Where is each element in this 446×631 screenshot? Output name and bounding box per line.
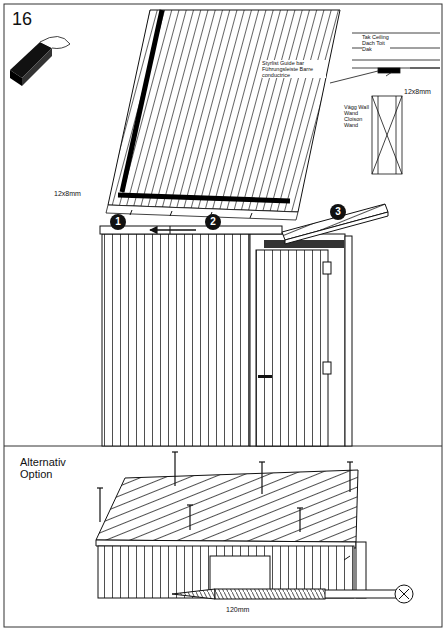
long-screw [172, 585, 413, 603]
screws [97, 452, 353, 532]
shed-perspective [96, 470, 366, 598]
roof-panel [106, 10, 340, 220]
shed-front [100, 204, 388, 446]
part-label: Styrlist Guide bar Führungsleiste Barre … [262, 60, 326, 78]
part-label: 12x8mm [404, 88, 431, 96]
callout-text: 2 [210, 217, 216, 227]
callout-number: 3 [330, 204, 346, 220]
callout-text: 1 [115, 217, 121, 227]
callout-number: 1 [110, 214, 126, 230]
callout-number: 2 [205, 214, 221, 230]
part-label: Alternativ Option [20, 456, 90, 480]
part-label: Tak Ceiling Dach Toit Dak [362, 34, 390, 52]
part-label: 12x8mm [54, 190, 81, 198]
seal-strip [10, 36, 70, 86]
callout-text: 3 [335, 207, 341, 217]
step-number: 16 [12, 10, 32, 30]
section-inset [330, 33, 440, 174]
part-label: 120mm [226, 606, 249, 614]
part-label: Vägg Wall Wand Cloison Wand [344, 104, 370, 128]
